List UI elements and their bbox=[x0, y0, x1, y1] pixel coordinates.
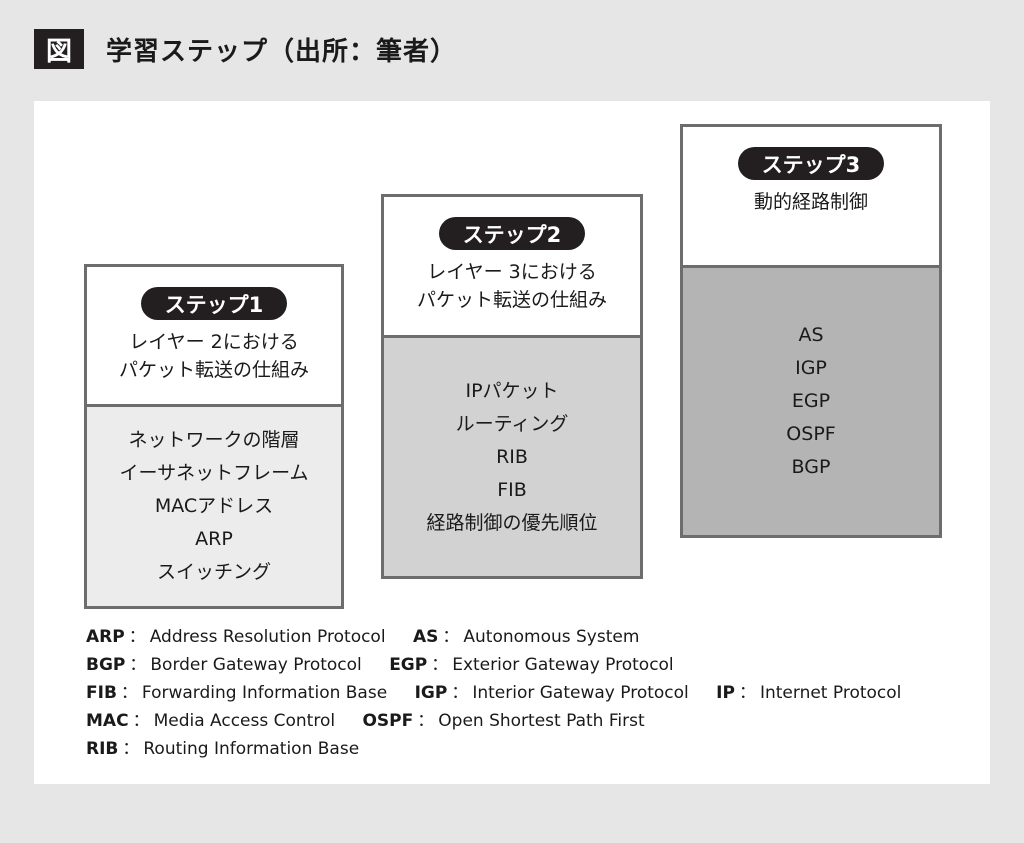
abbreviation-legend: ARP：Address Resolution Protocol AS：Auton… bbox=[86, 623, 923, 763]
step-3-topic: IGP bbox=[795, 357, 827, 379]
step-1-description-line: レイヤー 2における bbox=[129, 331, 299, 353]
legend-abbr: IP bbox=[716, 683, 735, 703]
legend-abbr: OSPF bbox=[362, 711, 414, 731]
figure-label: 図 bbox=[34, 29, 84, 69]
legend-expansion: Internet Protocol bbox=[759, 683, 902, 703]
legend-separator: ： bbox=[128, 627, 146, 647]
legend-separator: ： bbox=[120, 683, 138, 703]
legend-expansion: Open Shortest Path First bbox=[438, 711, 645, 731]
legend-abbr: ARP bbox=[86, 627, 125, 647]
legend-separator: ： bbox=[738, 683, 756, 703]
step-1-description: レイヤー 2における パケット転送の仕組み bbox=[119, 328, 309, 384]
legend-entry: RIB：Routing Information Base bbox=[86, 735, 359, 763]
step-1-topic: イーサネットフレーム bbox=[119, 462, 309, 484]
legend-separator: ： bbox=[431, 655, 449, 675]
legend-separator: ： bbox=[132, 711, 150, 731]
legend-row: FIB：Forwarding Information Base IGP：Inte… bbox=[86, 679, 923, 707]
legend-expansion: Border Gateway Protocol bbox=[150, 655, 362, 675]
legend-row: ARP：Address Resolution Protocol AS：Auton… bbox=[86, 623, 923, 651]
step-3-description: 動的経路制御 bbox=[754, 188, 868, 216]
legend-abbr: AS bbox=[412, 627, 439, 647]
legend-expansion: Media Access Control bbox=[153, 711, 336, 731]
legend-separator: ： bbox=[442, 627, 460, 647]
step-3-topics: AS IGP EGP OSPF BGP bbox=[683, 268, 939, 535]
legend-abbr: MAC bbox=[86, 711, 129, 731]
step-3-topic: EGP bbox=[791, 390, 831, 412]
step-2-topic: FIB bbox=[497, 478, 527, 501]
legend-separator: ： bbox=[122, 739, 140, 759]
legend-abbr: FIB bbox=[86, 683, 117, 703]
legend-entry: EGP：Exterior Gateway Protocol bbox=[389, 651, 673, 679]
legend-entry: BGP：Border Gateway Protocol bbox=[86, 651, 362, 679]
diagram-panel: ステップ1 レイヤー 2における パケット転送の仕組み ネットワークの階層 イー… bbox=[34, 101, 990, 784]
legend-abbr: IGP bbox=[414, 683, 448, 703]
step-1-topics: ネットワークの階層 イーサネットフレーム MACアドレス ARP スイッチング bbox=[87, 407, 341, 606]
legend-separator: ： bbox=[451, 683, 469, 703]
legend-entry: OSPF：Open Shortest Path First bbox=[362, 707, 644, 735]
legend-row: RIB：Routing Information Base bbox=[86, 735, 923, 763]
legend-expansion: Autonomous System bbox=[463, 627, 640, 647]
step-2-description-line: レイヤー 3における bbox=[427, 261, 597, 283]
step-3-topic: OSPF bbox=[786, 423, 836, 445]
legend-expansion: Interior Gateway Protocol bbox=[472, 683, 689, 703]
legend-abbr: EGP bbox=[389, 655, 428, 675]
legend-expansion: Forwarding Information Base bbox=[141, 683, 388, 703]
legend-expansion: Address Resolution Protocol bbox=[149, 627, 386, 647]
step-2-description: レイヤー 3における パケット転送の仕組み bbox=[417, 258, 607, 314]
figure-header: 図 学習ステップ（出所：筆者） bbox=[34, 28, 457, 70]
step-1-description-line: パケット転送の仕組み bbox=[118, 359, 309, 381]
legend-entry: FIB：Forwarding Information Base bbox=[86, 679, 387, 707]
step-3-box: ステップ3 動的経路制御 AS IGP EGP OSPF BGP bbox=[680, 124, 942, 538]
step-2-topic: IPパケット bbox=[465, 379, 559, 402]
step-2-topic: ルーティング bbox=[455, 412, 569, 435]
legend-expansion: Routing Information Base bbox=[143, 739, 360, 759]
step-2-badge: ステップ2 bbox=[438, 217, 586, 250]
step-3-description-line: 動的経路制御 bbox=[753, 191, 868, 213]
step-3-header: ステップ3 動的経路制御 bbox=[683, 127, 939, 268]
step-3-topic: BGP bbox=[791, 456, 831, 478]
legend-entry: IP：Internet Protocol bbox=[716, 679, 901, 707]
legend-abbr: BGP bbox=[86, 655, 126, 675]
step-2-header: ステップ2 レイヤー 3における パケット転送の仕組み bbox=[384, 197, 640, 338]
legend-expansion: Exterior Gateway Protocol bbox=[452, 655, 674, 675]
step-1-box: ステップ1 レイヤー 2における パケット転送の仕組み ネットワークの階層 イー… bbox=[84, 264, 344, 609]
legend-entry: AS：Autonomous System bbox=[413, 623, 639, 651]
legend-separator: ： bbox=[129, 655, 147, 675]
legend-row: MAC：Media Access Control OSPF：Open Short… bbox=[86, 707, 923, 735]
legend-entry: IGP：Interior Gateway Protocol bbox=[415, 679, 689, 707]
step-1-topic: ARP bbox=[195, 528, 233, 550]
step-3-badge: ステップ3 bbox=[737, 147, 885, 180]
step-1-topic: ネットワークの階層 bbox=[128, 429, 300, 451]
step-2-topic: RIB bbox=[496, 445, 528, 468]
step-1-badge: ステップ1 bbox=[140, 287, 288, 320]
step-1-header: ステップ1 レイヤー 2における パケット転送の仕組み bbox=[87, 267, 341, 407]
step-3-topic: AS bbox=[798, 324, 824, 346]
step-2-description-line: パケット転送の仕組み bbox=[416, 289, 607, 311]
step-2-topics: IPパケット ルーティング RIB FIB 経路制御の優先順位 bbox=[384, 338, 640, 576]
step-2-topic: 経路制御の優先順位 bbox=[426, 511, 598, 534]
step-1-topic: MACアドレス bbox=[154, 495, 274, 517]
legend-row: BGP：Border Gateway Protocol EGP：Exterior… bbox=[86, 651, 923, 679]
legend-abbr: RIB bbox=[86, 739, 119, 759]
legend-entry: ARP：Address Resolution Protocol bbox=[86, 623, 386, 651]
legend-entry: MAC：Media Access Control bbox=[86, 707, 335, 735]
legend-separator: ： bbox=[417, 711, 435, 731]
figure-title: 学習ステップ（出所：筆者） bbox=[106, 36, 458, 67]
step-1-topic: スイッチング bbox=[156, 561, 271, 583]
step-2-box: ステップ2 レイヤー 3における パケット転送の仕組み IPパケット ルーティン… bbox=[381, 194, 643, 579]
